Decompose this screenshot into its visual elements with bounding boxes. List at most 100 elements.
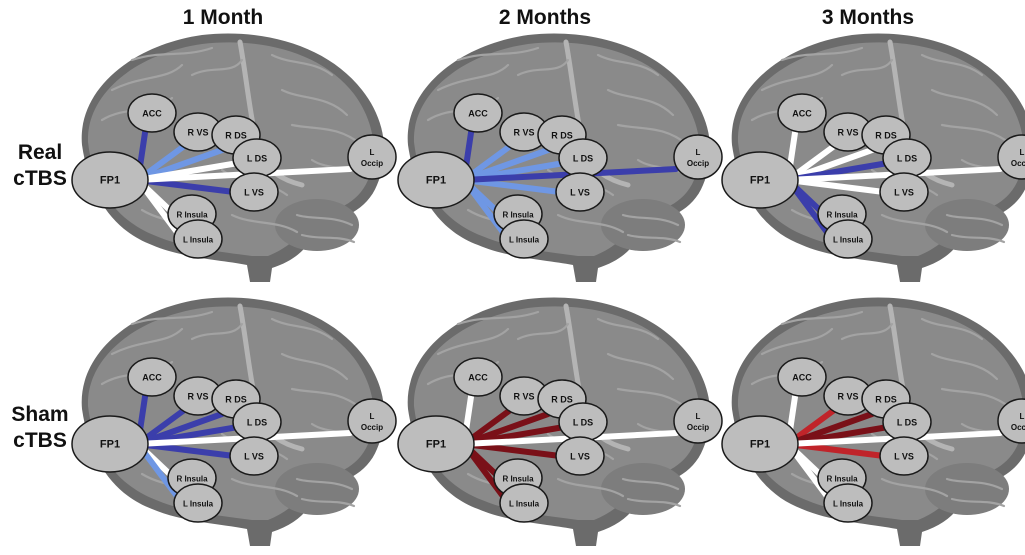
- node-label-fp1: FP1: [750, 439, 770, 451]
- node-lins: L Insula: [499, 483, 549, 523]
- node-label-lvs: L VS: [244, 188, 264, 198]
- node-label-rds: R DS: [225, 395, 247, 405]
- node-label-acc: ACC: [792, 373, 812, 383]
- node-acc: ACC: [453, 357, 503, 397]
- node-lvs: L VS: [229, 436, 279, 476]
- row-label-sham-ctbs: Sham cTBS: [0, 402, 80, 454]
- node-lins: L Insula: [823, 219, 873, 259]
- node-label-rvs: R VS: [187, 392, 208, 402]
- node-label-l-occip-line2: Occip: [361, 159, 383, 168]
- node-acc: ACC: [777, 93, 827, 133]
- node-lins: L Insula: [499, 219, 549, 259]
- node-label-rvs: R VS: [513, 128, 534, 138]
- row-label-sham-line1: Sham: [11, 403, 69, 426]
- node-fp1: FP1: [71, 415, 149, 473]
- node-label-lins: L Insula: [509, 236, 540, 245]
- panel-sham-1m: ACC R VS R DS L DS L VS R Insula L Insula L Occi…: [71, 284, 407, 546]
- row-label-real-ctbs: Real cTBS: [0, 140, 80, 192]
- node-acc: ACC: [453, 93, 503, 133]
- node-label-fp1: FP1: [750, 175, 770, 187]
- node-label-l-occip-line2: Occip: [687, 159, 709, 168]
- node-acc: ACC: [127, 93, 177, 133]
- node-label-l-occip-line2: Occip: [361, 423, 383, 432]
- node-label-rins: R Insula: [176, 475, 208, 484]
- node-lds: L DS: [232, 138, 282, 178]
- node-label-lds: L DS: [897, 154, 917, 164]
- node-label-fp1: FP1: [426, 439, 446, 451]
- node-fp1: FP1: [397, 415, 475, 473]
- node-label-rvs: R VS: [187, 128, 208, 138]
- node-lins: L Insula: [173, 219, 223, 259]
- panel-real-3m: ACC R VS R DS L DS L VS R Insula L Insula L Occi…: [721, 20, 1025, 282]
- node-lins: L Insula: [173, 483, 223, 523]
- node-label-lds: L DS: [247, 154, 267, 164]
- row-label-sham-line2: cTBS: [13, 429, 67, 452]
- node-label-lds: L DS: [897, 418, 917, 428]
- node-label-acc: ACC: [142, 373, 162, 383]
- node-lvs: L VS: [879, 436, 929, 476]
- node-label-acc: ACC: [792, 109, 812, 119]
- node-label-l-occip-line1: L: [696, 412, 701, 421]
- node-label-rds: R DS: [875, 131, 897, 141]
- node-label-l-occip-line2: Occip: [687, 423, 709, 432]
- node-lins: L Insula: [823, 483, 873, 523]
- node-locc: L Occip: [347, 398, 397, 444]
- node-lds: L DS: [558, 138, 608, 178]
- node-label-lvs: L VS: [894, 188, 914, 198]
- node-locc: L Occip: [997, 134, 1025, 180]
- node-label-lins: L Insula: [183, 236, 214, 245]
- node-fp1: FP1: [721, 151, 799, 209]
- node-label-acc: ACC: [468, 109, 488, 119]
- node-label-rvs: R VS: [837, 392, 858, 402]
- node-locc: L Occip: [347, 134, 397, 180]
- node-lds: L DS: [882, 138, 932, 178]
- node-locc: L Occip: [673, 134, 723, 180]
- node-label-lins: L Insula: [833, 236, 864, 245]
- node-locc: L Occip: [673, 398, 723, 444]
- node-label-acc: ACC: [468, 373, 488, 383]
- node-label-rins: R Insula: [826, 211, 858, 220]
- column-title-1-month: 1 Month: [182, 6, 264, 29]
- node-label-lins: L Insula: [833, 500, 864, 509]
- node-label-fp1: FP1: [100, 439, 120, 451]
- node-label-l-occip-line1: L: [370, 148, 375, 157]
- node-lvs: L VS: [555, 172, 605, 212]
- node-label-rins: R Insula: [502, 211, 534, 220]
- node-label-rds: R DS: [551, 395, 573, 405]
- node-label-l-occip-line1: L: [370, 412, 375, 421]
- node-label-l-occip-line2: Occip: [1011, 423, 1025, 432]
- node-lds: L DS: [232, 402, 282, 442]
- node-label-l-occip-line1: L: [696, 148, 701, 157]
- node-label-lins: L Insula: [183, 500, 214, 509]
- node-rvs: R VS: [173, 112, 223, 152]
- node-label-lds: L DS: [573, 418, 593, 428]
- node-label-l-occip-line1: L: [1020, 148, 1025, 157]
- node-label-rvs: R VS: [837, 128, 858, 138]
- node-lvs: L VS: [555, 436, 605, 476]
- node-label-acc: ACC: [142, 109, 162, 119]
- node-label-l-occip-line2: Occip: [1011, 159, 1025, 168]
- node-label-lds: L DS: [247, 418, 267, 428]
- node-label-lins: L Insula: [509, 500, 540, 509]
- node-label-rds: R DS: [875, 395, 897, 405]
- column-title-2-months: 2 Months: [498, 6, 592, 29]
- node-lvs: L VS: [879, 172, 929, 212]
- node-lds: L DS: [558, 402, 608, 442]
- node-label-rins: R Insula: [176, 211, 208, 220]
- node-lvs: L VS: [229, 172, 279, 212]
- row-label-real-line2: cTBS: [13, 167, 67, 190]
- node-label-lvs: L VS: [570, 452, 590, 462]
- node-lds: L DS: [882, 402, 932, 442]
- node-label-fp1: FP1: [100, 175, 120, 187]
- node-rvs: R VS: [823, 112, 873, 152]
- node-label-rvs: R VS: [513, 392, 534, 402]
- node-label-lvs: L VS: [244, 452, 264, 462]
- node-acc: ACC: [127, 357, 177, 397]
- node-label-lvs: L VS: [894, 452, 914, 462]
- node-label-rds: R DS: [551, 131, 573, 141]
- node-label-lvs: L VS: [570, 188, 590, 198]
